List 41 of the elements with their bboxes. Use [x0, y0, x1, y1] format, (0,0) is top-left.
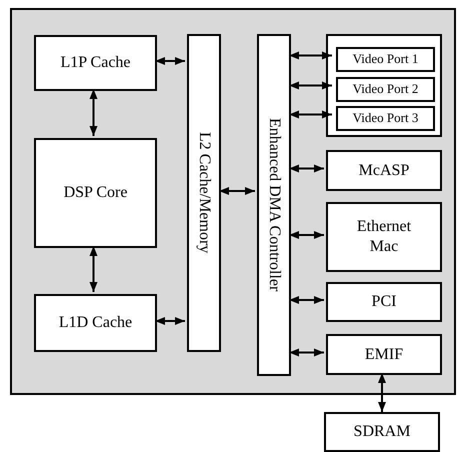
block-label: DSP Core — [62, 183, 128, 203]
double-arrow — [289, 296, 324, 304]
block-label: L1D Cache — [58, 313, 134, 333]
block-label: EMIF — [364, 344, 404, 364]
block-box — [257, 34, 291, 376]
block-label: Video Port 1 — [352, 51, 418, 68]
double-arrow — [155, 57, 185, 65]
double-arrow — [289, 52, 332, 60]
double-arrow — [90, 246, 98, 292]
double-arrow — [219, 187, 255, 195]
block-label: Video Port 3 — [352, 110, 418, 127]
double-arrow — [289, 348, 324, 356]
block-box — [187, 34, 221, 352]
block-box — [324, 412, 440, 452]
double-arrow — [289, 110, 332, 118]
double-arrow — [289, 231, 324, 239]
block-box — [326, 202, 442, 272]
double-arrow — [90, 89, 98, 136]
double-arrow — [155, 317, 185, 325]
double-arrow — [289, 164, 324, 172]
block-box — [336, 47, 435, 72]
block-label: Enhanced DMA Controller — [265, 118, 284, 292]
block-box — [336, 106, 435, 131]
block-label: McASP — [358, 160, 410, 180]
double-arrow — [289, 82, 332, 90]
block-label: PCI — [370, 292, 398, 312]
block-label: L1P Cache — [59, 53, 132, 73]
block-label: SDRAM — [352, 422, 412, 442]
block-box — [326, 334, 442, 375]
block-box — [326, 282, 442, 322]
chip-boundary — [10, 8, 456, 395]
double-arrow — [378, 373, 386, 412]
block-box — [34, 35, 157, 91]
block-box — [34, 138, 157, 248]
block-box — [326, 150, 442, 191]
block-box — [34, 294, 157, 352]
block-label: Video Port 2 — [352, 81, 418, 98]
group-box — [326, 34, 442, 137]
block-label: Ethernet Mac — [356, 217, 412, 257]
block-box — [336, 77, 435, 102]
block-label: L2 Cache/Memory — [195, 132, 214, 254]
